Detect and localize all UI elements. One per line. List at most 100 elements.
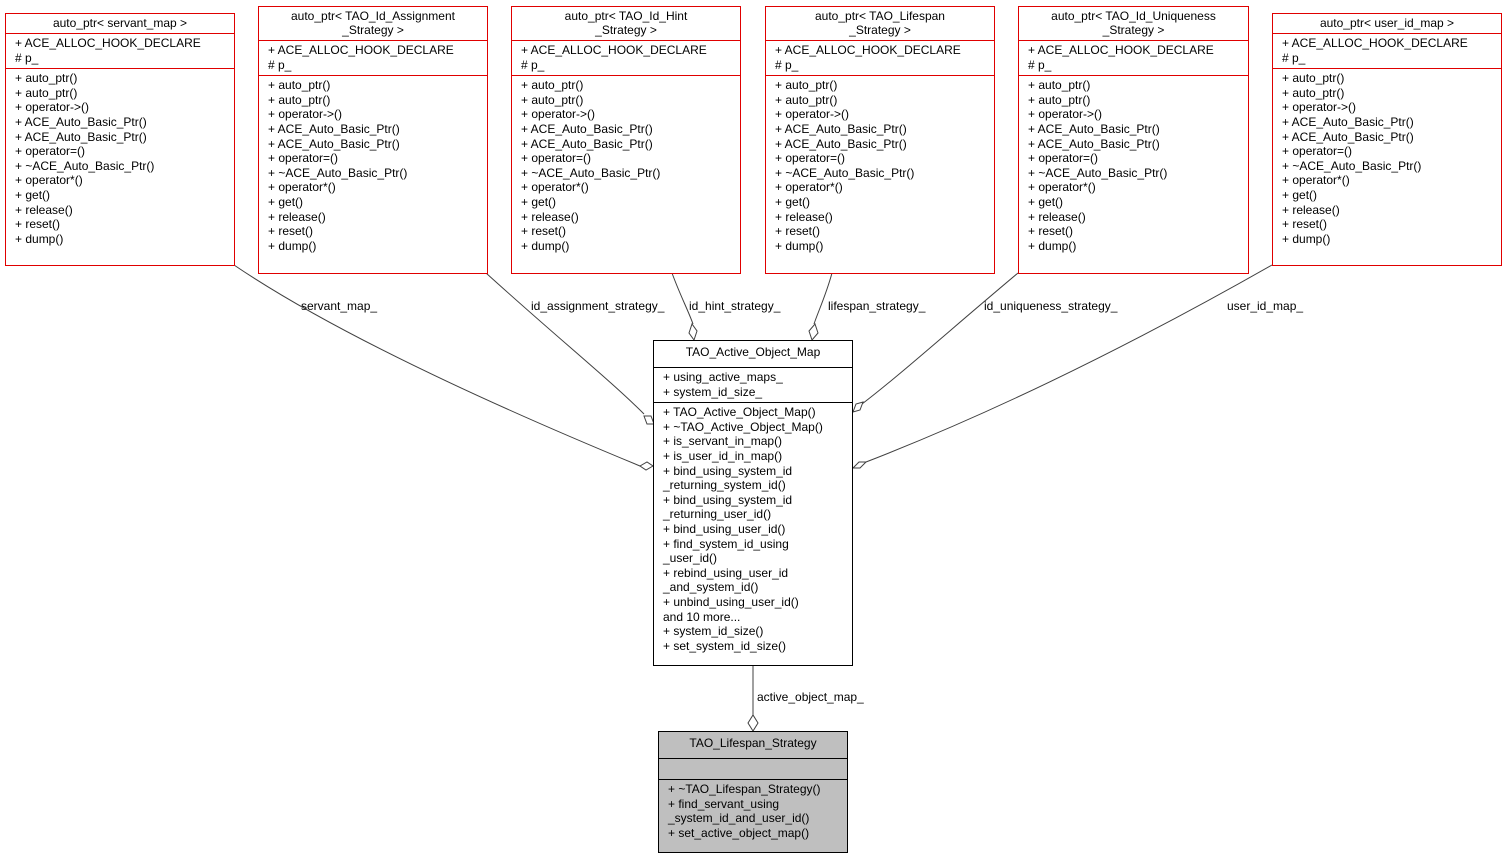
attribute: # p_ <box>775 57 799 72</box>
attribute: + ACE_ALLOC_HOOK_DECLARE <box>1028 43 1214 57</box>
attributes-section: + ACE_ALLOC_HOOK_DECLARE # p_ <box>6 33 234 68</box>
operation: + ~TAO_Lifespan_Strategy() <box>668 782 821 796</box>
edge-label-servant-map: servant_map_ <box>301 299 378 313</box>
operation: + dump() <box>15 231 64 246</box>
aggregation-diamond-lifespan <box>808 323 819 341</box>
operation: + get() <box>521 194 557 209</box>
operations-section: + auto_ptr() + auto_ptr() + operator->()… <box>766 75 994 256</box>
operation: + operator->() <box>15 100 90 115</box>
edge-label-lifespan: lifespan_strategy_ <box>828 299 926 313</box>
operations-section: + auto_ptr() + auto_ptr() + operator->()… <box>259 75 487 256</box>
aggregation-diamond-id-assignment <box>643 415 655 425</box>
class-title: auto_ptr< TAO_Id_Hint _Strategy > <box>564 9 688 37</box>
operation: + operator*() <box>775 180 843 195</box>
class-box-tao-lifespan-strategy[interactable]: TAO_Lifespan_Strategy + ~TAO_Lifespan_St… <box>658 731 848 853</box>
class-box-auto-ptr-lifespan-strategy[interactable]: auto_ptr< TAO_Lifespan _Strategy > + ACE… <box>765 6 995 274</box>
attributes-section: + ACE_ALLOC_HOOK_DECLARE # p_ <box>766 40 994 75</box>
operation: + auto_ptr() <box>268 92 331 107</box>
edge-user-id-map <box>865 264 1273 463</box>
attribute: # p_ <box>521 57 545 72</box>
operation: + auto_ptr() <box>15 71 78 86</box>
operation: + operator->() <box>521 107 596 122</box>
class-box-auto-ptr-id-assignment-strategy[interactable]: auto_ptr< TAO_Id_Assignment _Strategy > … <box>258 6 488 274</box>
operation: + ~ACE_Auto_Basic_Ptr() <box>1028 165 1168 180</box>
operation: + ACE_Auto_Basic_Ptr() <box>521 121 653 136</box>
operation: + dump() <box>1028 238 1077 253</box>
operation: + ACE_Auto_Basic_Ptr() <box>775 121 907 136</box>
operation: + release() <box>1028 209 1086 224</box>
operation: + bind_using_system_id <box>663 463 793 478</box>
attribute: + ACE_ALLOC_HOOK_DECLARE <box>15 36 201 50</box>
operation: + set_system_id_size() <box>663 638 787 653</box>
operation: + operator*() <box>268 180 336 195</box>
attributes-section: + ACE_ALLOC_HOOK_DECLARE # p_ <box>512 40 740 75</box>
operation: + auto_ptr() <box>1028 78 1091 93</box>
aggregation-diamond-user-id-map <box>851 461 868 469</box>
operation: + reset() <box>268 224 314 239</box>
operation: + dump() <box>521 238 570 253</box>
operation: + reset() <box>521 224 567 239</box>
class-box-auto-ptr-user-id-map[interactable]: auto_ptr< user_id_map > + ACE_ALLOC_HOOK… <box>1272 13 1502 266</box>
operation: + get() <box>775 194 811 209</box>
operation: + ACE_Auto_Basic_Ptr() <box>1028 121 1160 136</box>
operation: _system_id_and_user_id() <box>668 811 810 826</box>
operation: + get() <box>268 194 304 209</box>
operation: + auto_ptr() <box>521 92 584 107</box>
operation: + auto_ptr() <box>1028 92 1091 107</box>
edge-label-user-id-map: user_id_map_ <box>1227 299 1304 313</box>
operation: + auto_ptr() <box>775 92 838 107</box>
attributes-section: + using_active_maps_ + system_id_size_ <box>654 367 852 402</box>
operation: + get() <box>1028 194 1064 209</box>
operation: + TAO_Active_Object_Map() <box>663 405 816 420</box>
operation: + get() <box>15 187 51 202</box>
operation: + auto_ptr() <box>775 78 838 93</box>
operation: + auto_ptr() <box>1282 85 1345 100</box>
class-box-auto-ptr-servant-map[interactable]: auto_ptr< servant_map > + ACE_ALLOC_HOOK… <box>5 13 235 266</box>
attributes-section: + ACE_ALLOC_HOOK_DECLARE # p_ <box>259 40 487 75</box>
attribute: + using_active_maps_ <box>663 370 783 384</box>
operation: + system_id_size() <box>663 624 764 639</box>
operation: + reset() <box>15 217 61 232</box>
operation: + operator=() <box>1028 151 1099 166</box>
operation: + is_user_id_in_map() <box>663 448 783 463</box>
operation: + operator=() <box>268 151 339 166</box>
operations-section: + auto_ptr() + auto_ptr() + operator->()… <box>6 68 234 249</box>
operation: + dump() <box>268 238 317 253</box>
operation: + release() <box>775 209 833 224</box>
operation: _returning_system_id() <box>663 478 786 493</box>
operation: + operator*() <box>15 173 83 188</box>
operation: + operator=() <box>521 151 592 166</box>
operation: + dump() <box>775 238 824 253</box>
edge-label-active-object-map: active_object_map_ <box>757 690 864 704</box>
operation: + find_servant_using <box>668 796 780 811</box>
operation: _returning_user_id() <box>663 507 772 522</box>
operation: + ACE_Auto_Basic_Ptr() <box>268 136 400 151</box>
class-title: auto_ptr< TAO_Id_Assignment _Strategy > <box>291 9 455 37</box>
operation: + operator->() <box>775 107 850 122</box>
class-title: TAO_Active_Object_Map <box>685 345 821 359</box>
class-title: auto_ptr< servant_map > <box>52 16 188 30</box>
class-title: auto_ptr< TAO_Id_Uniqueness _Strategy > <box>1051 9 1216 37</box>
operations-section: + auto_ptr() + auto_ptr() + operator->()… <box>1273 68 1501 249</box>
operation: + operator=() <box>775 151 846 166</box>
operation: + auto_ptr() <box>1282 71 1345 86</box>
operation: + unbind_using_user_id() <box>663 594 799 609</box>
operation: + bind_using_user_id() <box>663 521 786 536</box>
operation: + ACE_Auto_Basic_Ptr() <box>1282 114 1414 129</box>
attributes-section: + ACE_ALLOC_HOOK_DECLARE # p_ <box>1273 33 1501 68</box>
operation: + ACE_Auto_Basic_Ptr() <box>521 136 653 151</box>
operation: + ~ACE_Auto_Basic_Ptr() <box>268 165 408 180</box>
attribute: # p_ <box>268 57 292 72</box>
operation: + auto_ptr() <box>521 78 584 93</box>
class-box-tao-active-object-map[interactable]: TAO_Active_Object_Map + using_active_map… <box>653 340 853 666</box>
operation: + reset() <box>775 224 821 239</box>
edge-id-uniqueness <box>861 272 1019 405</box>
class-box-auto-ptr-id-uniqueness-strategy[interactable]: auto_ptr< TAO_Id_Uniqueness _Strategy > … <box>1018 6 1249 274</box>
operation: + ACE_Auto_Basic_Ptr() <box>268 121 400 136</box>
operation: _user_id() <box>663 551 718 566</box>
edge-id-hint <box>671 272 694 325</box>
class-box-auto-ptr-id-hint-strategy[interactable]: auto_ptr< TAO_Id_Hint _Strategy > + ACE_… <box>511 6 741 274</box>
attribute: + ACE_ALLOC_HOOK_DECLARE <box>521 43 707 57</box>
edge-lifespan <box>813 272 833 325</box>
